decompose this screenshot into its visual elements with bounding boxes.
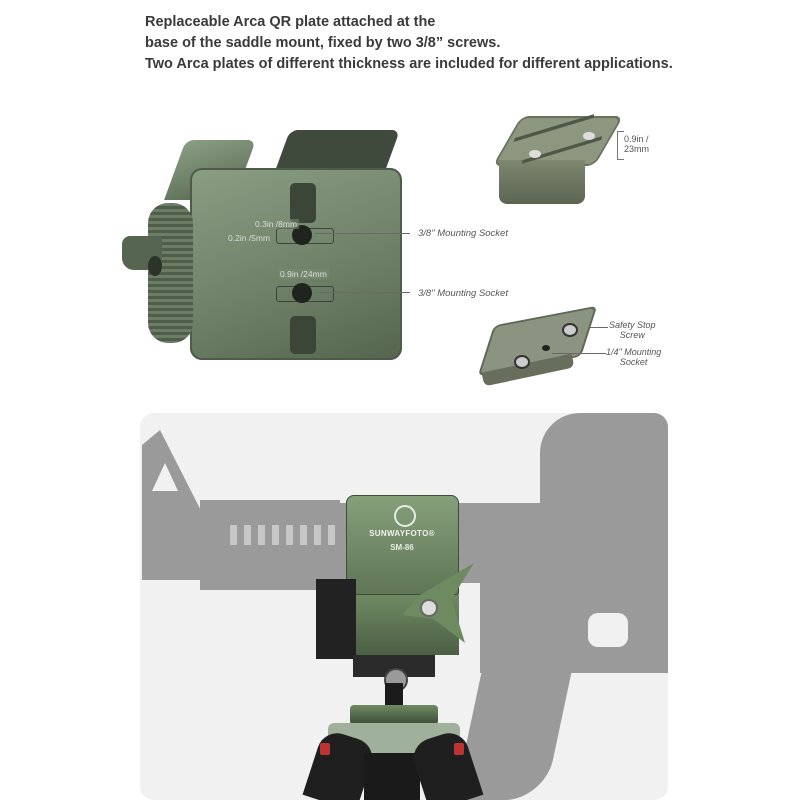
handguard-vents <box>230 525 340 545</box>
thin-plate-screw-1 <box>564 325 576 335</box>
ball-head-stem <box>385 683 403 709</box>
dim-width-label: 0.3in /8mm <box>253 219 300 229</box>
thickness-bracket <box>617 131 624 160</box>
headline: Replaceable Arca QR plate attached at th… <box>145 12 673 75</box>
safety-stop-callout: Safety Stop Screw <box>609 320 656 340</box>
thick-arca-plate-image <box>492 112 624 212</box>
brand-logo-icon <box>394 505 416 527</box>
bottom-slot <box>290 316 316 354</box>
thin-plate-socket <box>542 345 550 351</box>
headline-line-2: base of the saddle mount, fixed by two 3… <box>145 35 501 51</box>
tripod-lock-left-icon <box>320 743 330 755</box>
product-scene: SUNWAYFOTO® SM-86 <box>140 413 668 800</box>
rifle-handguard <box>200 500 340 590</box>
tripod-collar <box>350 705 438 725</box>
quarter-socket-leader <box>552 353 606 354</box>
lower-socket-leader <box>315 292 410 293</box>
lever-hole <box>148 256 162 276</box>
upper-socket-hole <box>292 225 312 245</box>
tripod-leg-center <box>364 753 420 800</box>
ball-head-base <box>353 655 435 677</box>
clamp-side-dark <box>316 579 356 659</box>
rifle-carry-handle <box>540 413 668 513</box>
lower-socket-hole <box>292 283 312 303</box>
upper-socket-leader <box>315 233 410 234</box>
dim-spacing-label: 0.9in /24mm <box>278 269 329 279</box>
thick-plate-screw-1 <box>529 150 541 158</box>
thickness-label: 0.9in / 23mm <box>624 134 650 154</box>
upper-socket-callout: 3/8" Mounting Socket <box>418 228 508 239</box>
thick-plate-top <box>492 116 624 166</box>
model-label: SM-86 <box>390 543 414 552</box>
headline-line-1: Replaceable Arca QR plate attached at th… <box>145 14 436 30</box>
top-slot <box>290 183 316 223</box>
lever-screw <box>422 601 436 615</box>
lower-socket-callout: 3/8" Mounting Socket <box>418 288 508 299</box>
dim-height-label: 0.2in /5mm <box>226 233 273 243</box>
rifle-front-sight <box>142 430 202 580</box>
safety-stop-leader <box>590 327 608 328</box>
headline-line-3: Two Arca plates of different thickness a… <box>145 56 673 72</box>
thick-plate-side <box>499 160 585 204</box>
brand-label: SUNWAYFOTO® <box>369 529 435 538</box>
saddle-mount-image: 0.3in /8mm 0.2in /5mm 0.9in /24mm <box>120 128 410 368</box>
thin-arca-plate-image <box>477 305 603 387</box>
quarter-socket-callout: 1/4" Mounting Socket <box>606 347 662 367</box>
trigger-guard-hole <box>588 613 628 647</box>
tripod-lock-right-icon <box>454 743 464 755</box>
thick-plate-screw-2 <box>583 132 595 140</box>
thin-plate-screw-2 <box>516 357 528 367</box>
